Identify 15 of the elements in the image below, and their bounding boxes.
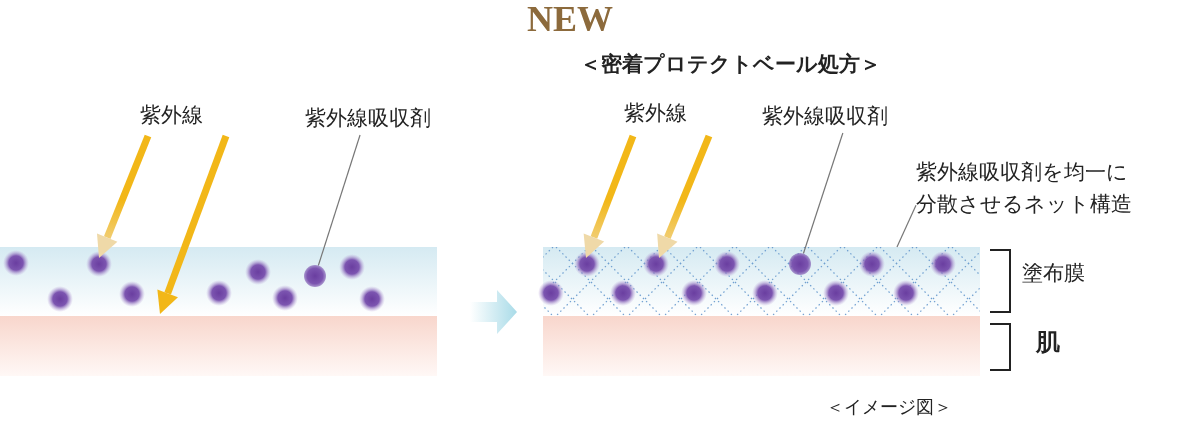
image-caption: ＜イメージ図＞ <box>826 396 952 418</box>
formula-title: ＜密着プロテクトベール処方＞ <box>578 52 882 78</box>
particle <box>304 265 326 287</box>
skin-label: 肌 <box>1036 328 1060 357</box>
uv-label: 紫外線 <box>140 103 203 129</box>
uv-label: 紫外線 <box>624 101 687 127</box>
label-text: 紫外線吸収剤 <box>762 103 889 130</box>
leader-line <box>317 134 361 267</box>
label-text: 紫外線吸収剤 <box>305 105 432 132</box>
coating-film-label: 塗布膜 <box>1022 261 1085 287</box>
net-pattern <box>543 247 980 316</box>
label-text: 紫外線吸収剤を均一に分散させるネット構造 <box>916 159 1133 218</box>
leader-line <box>896 204 917 248</box>
leader-line <box>802 132 844 255</box>
new-heading: NEW <box>526 0 614 41</box>
